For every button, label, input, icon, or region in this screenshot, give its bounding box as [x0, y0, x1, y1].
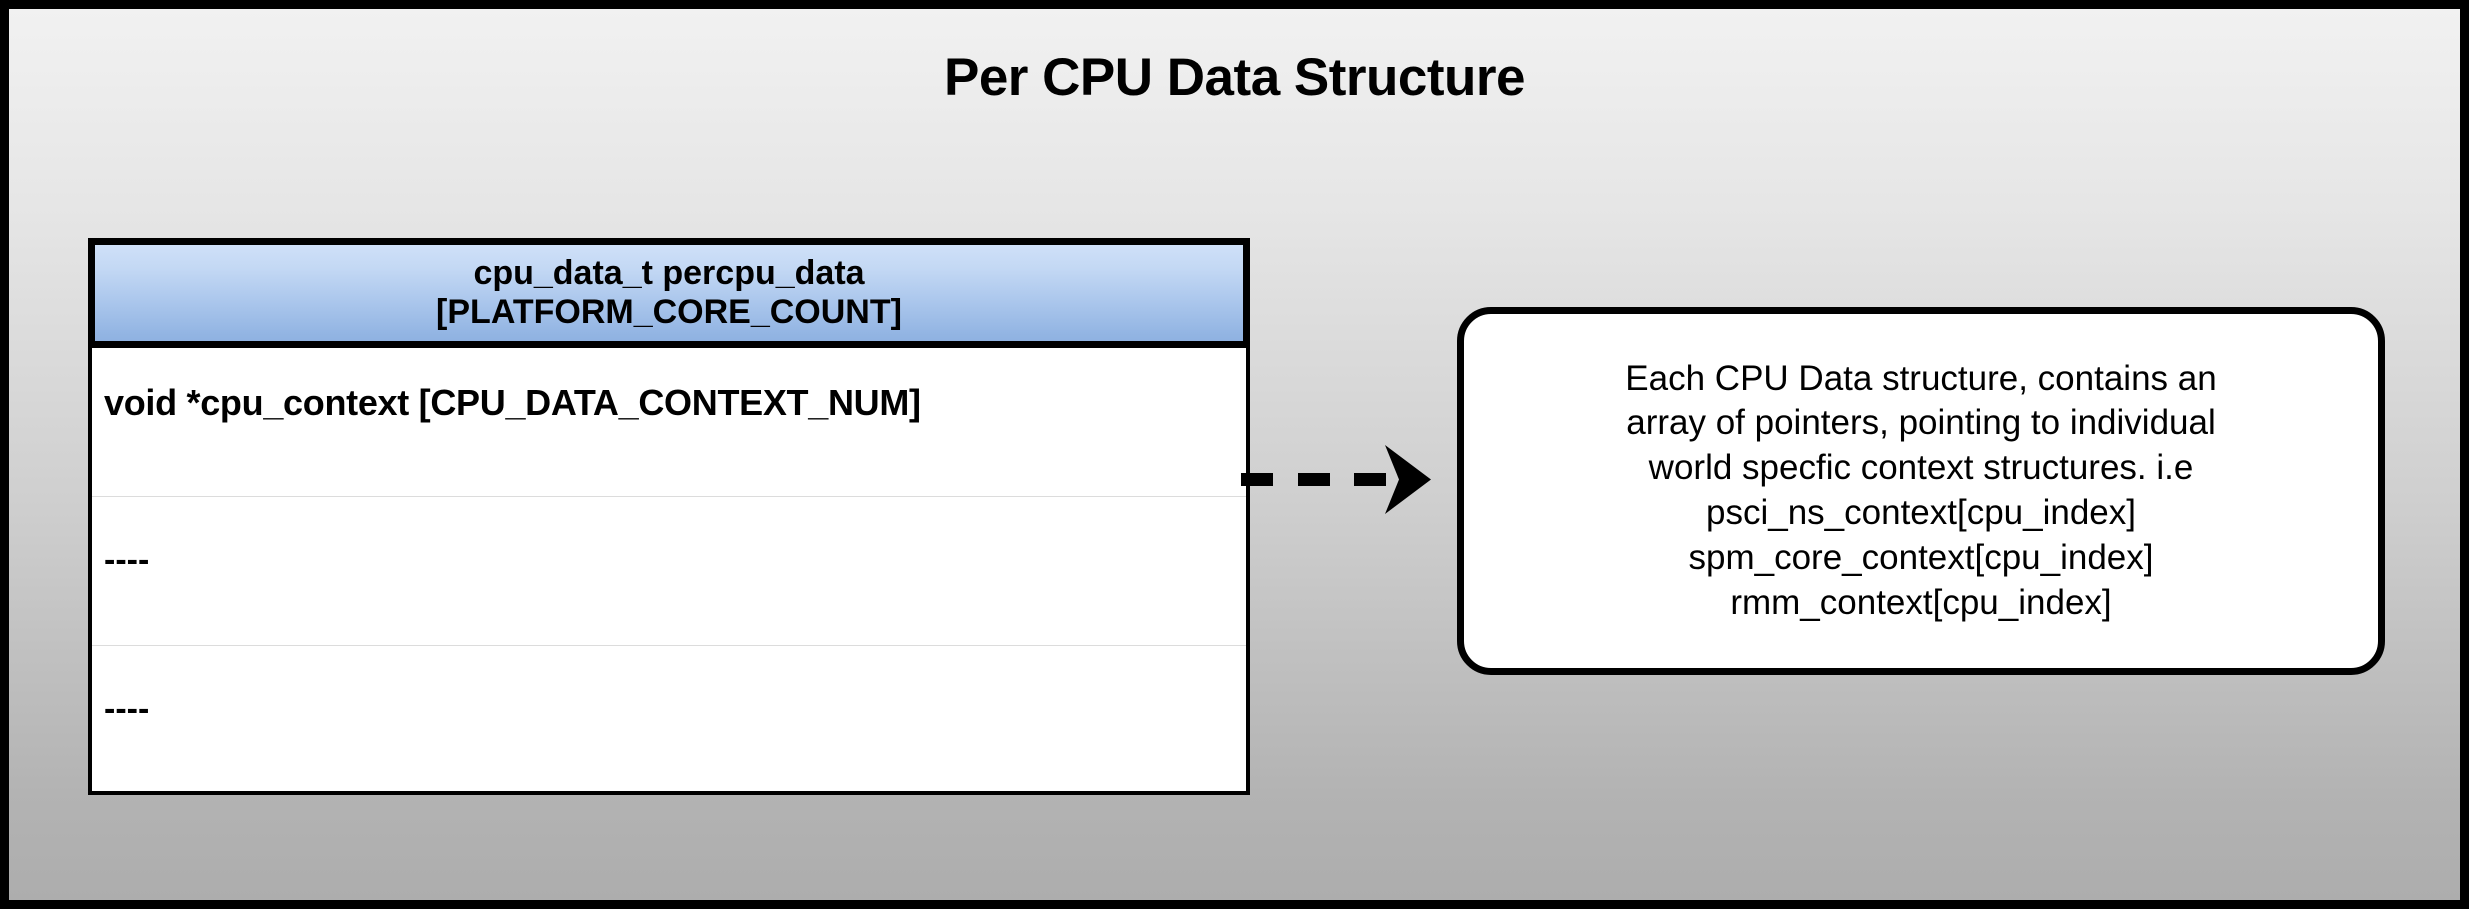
callout-note: Each CPU Data structure, contains an arr…	[1457, 307, 2385, 675]
table-row: ----	[92, 497, 1246, 646]
table-row: ----	[92, 646, 1246, 795]
struct-table-header: cpu_data_t percpu_data [PLATFORM_CORE_CO…	[88, 238, 1250, 348]
page-title: Per CPU Data Structure	[943, 48, 1526, 107]
struct-field-cpu-context: void *cpu_context [CPU_DATA_CONTEXT_NUM]	[104, 382, 921, 423]
diagram-background-panel: Per CPU Data Structure cpu_data_t percpu…	[9, 9, 2460, 900]
callout-note-text: Each CPU Data structure, contains an arr…	[1625, 358, 2217, 622]
struct-field-placeholder-1: ----	[104, 541, 150, 579]
percpu-data-struct-table: cpu_data_t percpu_data [PLATFORM_CORE_CO…	[88, 238, 1250, 795]
table-row: void *cpu_context [CPU_DATA_CONTEXT_NUM]	[92, 348, 1246, 497]
struct-table-body: void *cpu_context [CPU_DATA_CONTEXT_NUM]…	[88, 348, 1250, 795]
dashed-arrow-right-icon	[1241, 434, 1441, 524]
struct-field-placeholder-2: ----	[104, 690, 150, 728]
struct-table-header-label: cpu_data_t percpu_data [PLATFORM_CORE_CO…	[436, 254, 902, 331]
